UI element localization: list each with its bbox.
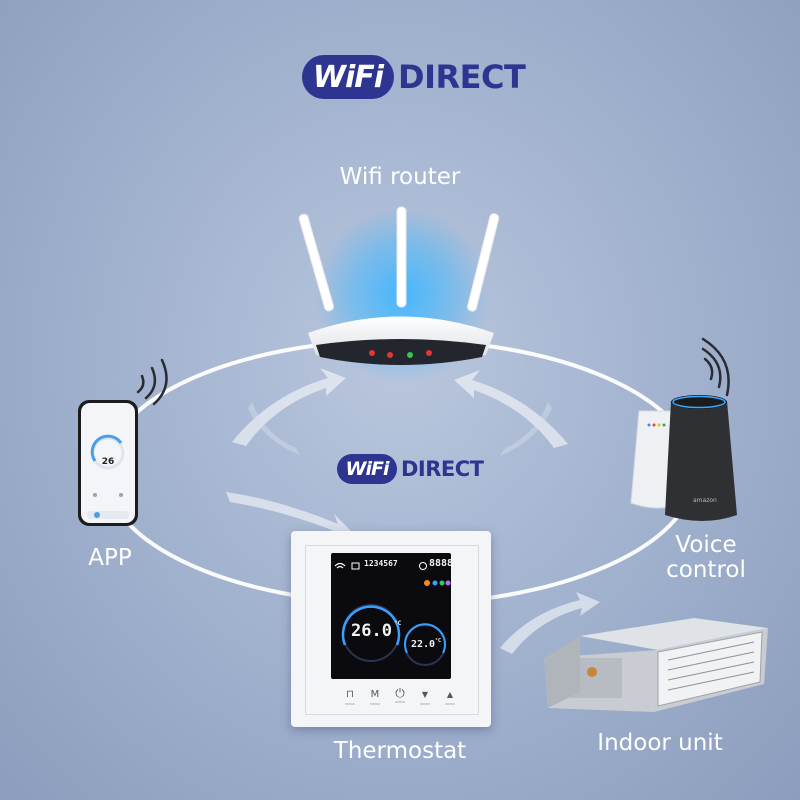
antenna-left (298, 213, 335, 312)
speaker-signal-icon (701, 337, 730, 397)
arrow-right-down (500, 402, 552, 456)
mode-button[interactable]: M (367, 689, 383, 705)
phone-screen: 26 (81, 403, 135, 523)
phone-temperature: 26 (101, 457, 115, 467)
thermostat-frame (305, 545, 479, 715)
speaker-brand: amazon (693, 497, 717, 504)
antenna-center (396, 206, 407, 308)
main-temperature: 26.0 (351, 621, 392, 641)
thermostat-label: Thermostat (333, 738, 467, 764)
set-temp-unit: °C (435, 638, 442, 644)
voice-control-label: Voice control (646, 533, 766, 583)
power-button[interactable]: ⏻ (392, 687, 408, 703)
up-button[interactable]: ▲ (442, 689, 458, 705)
set-temp-arc (404, 623, 446, 654)
timer-display: 8888 (429, 558, 451, 569)
set-temperature: 22.0 (411, 639, 436, 650)
indoor-duct-unit (544, 618, 768, 712)
voice-label-line-1: Voice (675, 532, 737, 558)
main-temp-unit: °C (394, 620, 402, 627)
cool-mode-icon (432, 580, 438, 586)
wifi-router (298, 206, 500, 383)
router-led (407, 352, 413, 358)
fan-mode-icon (439, 580, 445, 586)
indoor-unit-label: Indoor unit (597, 730, 723, 756)
down-button[interactable]: ▼ (417, 689, 433, 705)
app-label: APP (88, 545, 132, 571)
phone-signal-icon (136, 358, 168, 406)
wifi-badge: WiFi (337, 454, 397, 484)
amazon-echo-speaker (665, 396, 737, 521)
wifi-direct-logo-top: WiFi DIRECT (302, 55, 526, 99)
thermostat-button-1[interactable]: ⊓ (342, 689, 358, 705)
wifi-direct-logo-center: WiFi DIRECT (337, 454, 484, 484)
router-front (316, 339, 486, 365)
timer-icon (419, 562, 427, 570)
duct-outlet (657, 631, 763, 707)
voice-label-line-2: control (666, 557, 746, 583)
arrow-left-up (232, 368, 346, 446)
arrow-to-indoor-unit (500, 592, 600, 654)
flow-arrows (226, 368, 600, 654)
eco-mode-icon (445, 580, 451, 586)
main-temp-arc (341, 605, 401, 646)
direct-wordmark: DIRECT (401, 457, 484, 481)
antenna-right (467, 213, 500, 312)
clock-display: 1234567 (364, 559, 398, 568)
wifi-status-icon (334, 562, 346, 569)
lock-icon (351, 562, 360, 570)
router-led (426, 350, 432, 356)
smart-speakers (630, 337, 737, 521)
heat-mode-icon (424, 580, 430, 586)
duct-unit-top (580, 618, 768, 650)
arrow-to-thermostat (226, 492, 352, 538)
direct-wordmark: DIRECT (398, 58, 526, 96)
router-label: Wifi router (339, 164, 461, 190)
router-led (369, 350, 375, 356)
smartphone-app: 26 (78, 400, 138, 526)
arrow-left-down (248, 402, 300, 455)
router-led (387, 352, 393, 358)
arrow-right-up (454, 370, 568, 448)
wifi-badge: WiFi (302, 55, 394, 99)
thermostat-screen: 1234567 8888 26.0 °C 22.0 °C (331, 553, 451, 679)
thermostat-device: 1234567 8888 26.0 °C 22.0 °C ⊓ M ⏻ ▼ ▲ (291, 531, 491, 727)
